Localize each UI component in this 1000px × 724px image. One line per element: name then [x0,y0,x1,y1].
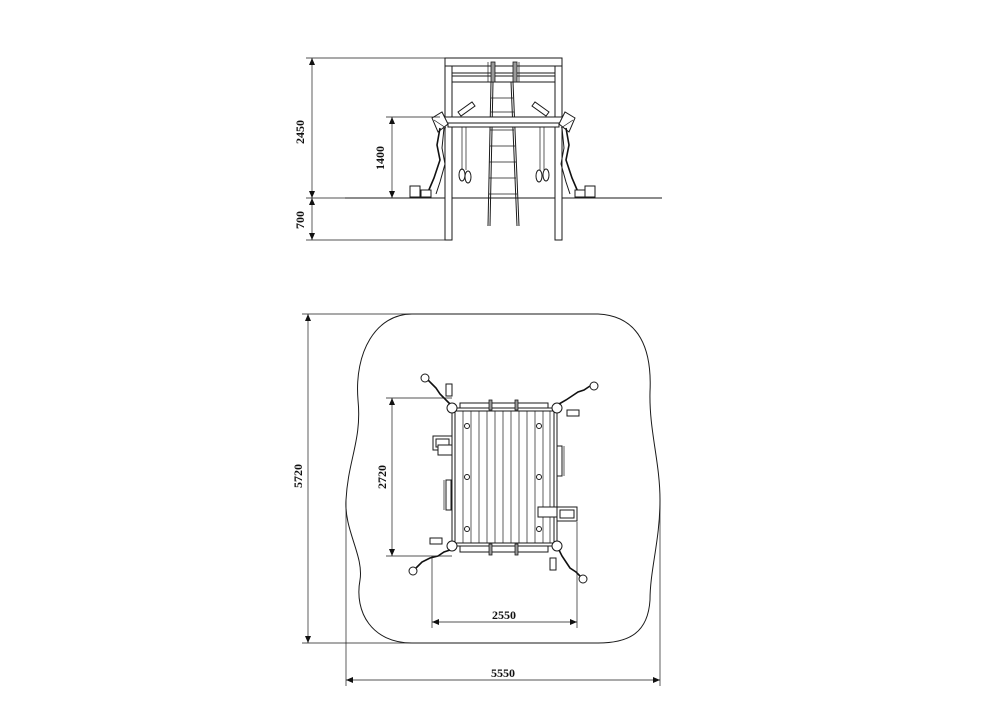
dim-1400: 1400 [373,146,387,170]
gymnastic-rings [458,127,550,184]
bottom-rail [459,543,549,556]
top-frame [444,57,563,83]
plan-dimensions [302,313,661,686]
right-bracket [531,101,576,133]
dim-5550: 5550 [491,666,515,680]
deck-frame [446,402,563,552]
chain-nets [409,127,596,198]
left-attachments [432,435,453,511]
plan-view: 5720 2720 2550 5550 [291,313,661,686]
dim-700: 700 [293,211,307,229]
dim-5720: 5720 [291,464,305,488]
dim-2450: 2450 [293,120,307,144]
climbing-ladder [487,81,520,227]
elevation-view: 2450 1400 700 [293,57,662,241]
dim-2550: 2550 [492,608,516,622]
dim-2720: 2720 [375,465,389,489]
safety-zone-outline [345,313,661,644]
top-rail [459,399,549,411]
platform-beam [439,116,568,128]
right-attachments [537,445,578,522]
elevation-dimensions [306,57,445,241]
posts [444,57,563,241]
